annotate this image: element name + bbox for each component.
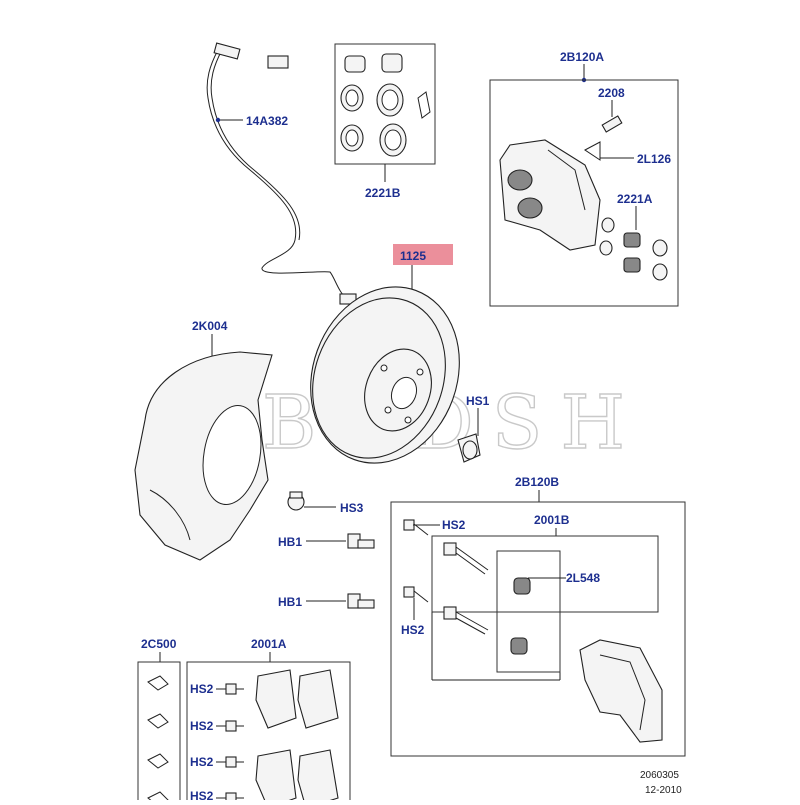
label-HS2-b[interactable]: HS2: [401, 623, 425, 637]
seal-kit-parts[interactable]: [340, 53, 431, 157]
brake-pads[interactable]: [255, 669, 339, 805]
bolt-hb1-a[interactable]: [347, 533, 375, 549]
diagram-ref: 2060305: [640, 770, 679, 781]
label-2B120B[interactable]: 2B120B: [515, 475, 559, 489]
label-2L548[interactable]: 2L548: [566, 571, 600, 585]
guide-kit-box: [431, 535, 659, 613]
label-2B120A[interactable]: 2B120A: [560, 50, 604, 64]
pin-kit[interactable]: [599, 217, 668, 281]
label-1125[interactable]: 1125: [400, 249, 426, 263]
diagram-date: 12-2010: [645, 785, 682, 796]
label-HS1[interactable]: HS1: [466, 394, 490, 408]
label-pad-HS2-1[interactable]: HS2: [190, 682, 214, 696]
highlight-1125: [393, 244, 453, 265]
bleed-screw[interactable]: [584, 115, 623, 161]
label-2208[interactable]: 2208: [598, 86, 625, 100]
label-2001B[interactable]: 2001B: [534, 513, 570, 527]
guide-bushes[interactable]: [510, 577, 531, 655]
label-2C500[interactable]: 2C500: [141, 637, 177, 651]
label-pad-HS2-4[interactable]: HS2: [190, 789, 214, 803]
label-HB1-a[interactable]: HB1: [278, 535, 302, 549]
label-2K004[interactable]: 2K004: [192, 319, 228, 333]
pad-screws[interactable]: [225, 683, 244, 804]
screw-hs3[interactable]: [287, 491, 305, 511]
bolt-hb1-b[interactable]: [347, 593, 375, 609]
label-HS2-a[interactable]: HS2: [442, 518, 466, 532]
bush-box: [496, 550, 561, 673]
label-2001A[interactable]: 2001A: [251, 637, 287, 651]
anti-rattle-clips[interactable]: [147, 675, 169, 805]
label-HS3[interactable]: HS3: [340, 501, 364, 515]
caliper-body[interactable]: [499, 139, 601, 251]
label-2221A[interactable]: 2221A: [617, 192, 653, 206]
caliper-carrier[interactable]: [579, 639, 663, 743]
brake-disc[interactable]: [287, 266, 484, 484]
screw-hs1[interactable]: [457, 433, 481, 463]
dust-shield[interactable]: [134, 351, 273, 561]
clip-box: [137, 661, 181, 805]
caliper-box: [489, 79, 679, 307]
label-HB1-b[interactable]: HB1: [278, 595, 302, 609]
label-14A382[interactable]: 14A382: [246, 114, 288, 128]
wear-sensor[interactable]: [206, 42, 357, 305]
label-pad-HS2-3[interactable]: HS2: [190, 755, 214, 769]
carrier-box: [390, 501, 686, 757]
label-2221B[interactable]: 2221B: [365, 186, 401, 200]
label-2L126[interactable]: 2L126: [637, 152, 671, 166]
label-pad-HS2-2[interactable]: HS2: [190, 719, 214, 733]
pad-kit-box: [186, 661, 351, 805]
guide-bolts[interactable]: [403, 519, 489, 635]
